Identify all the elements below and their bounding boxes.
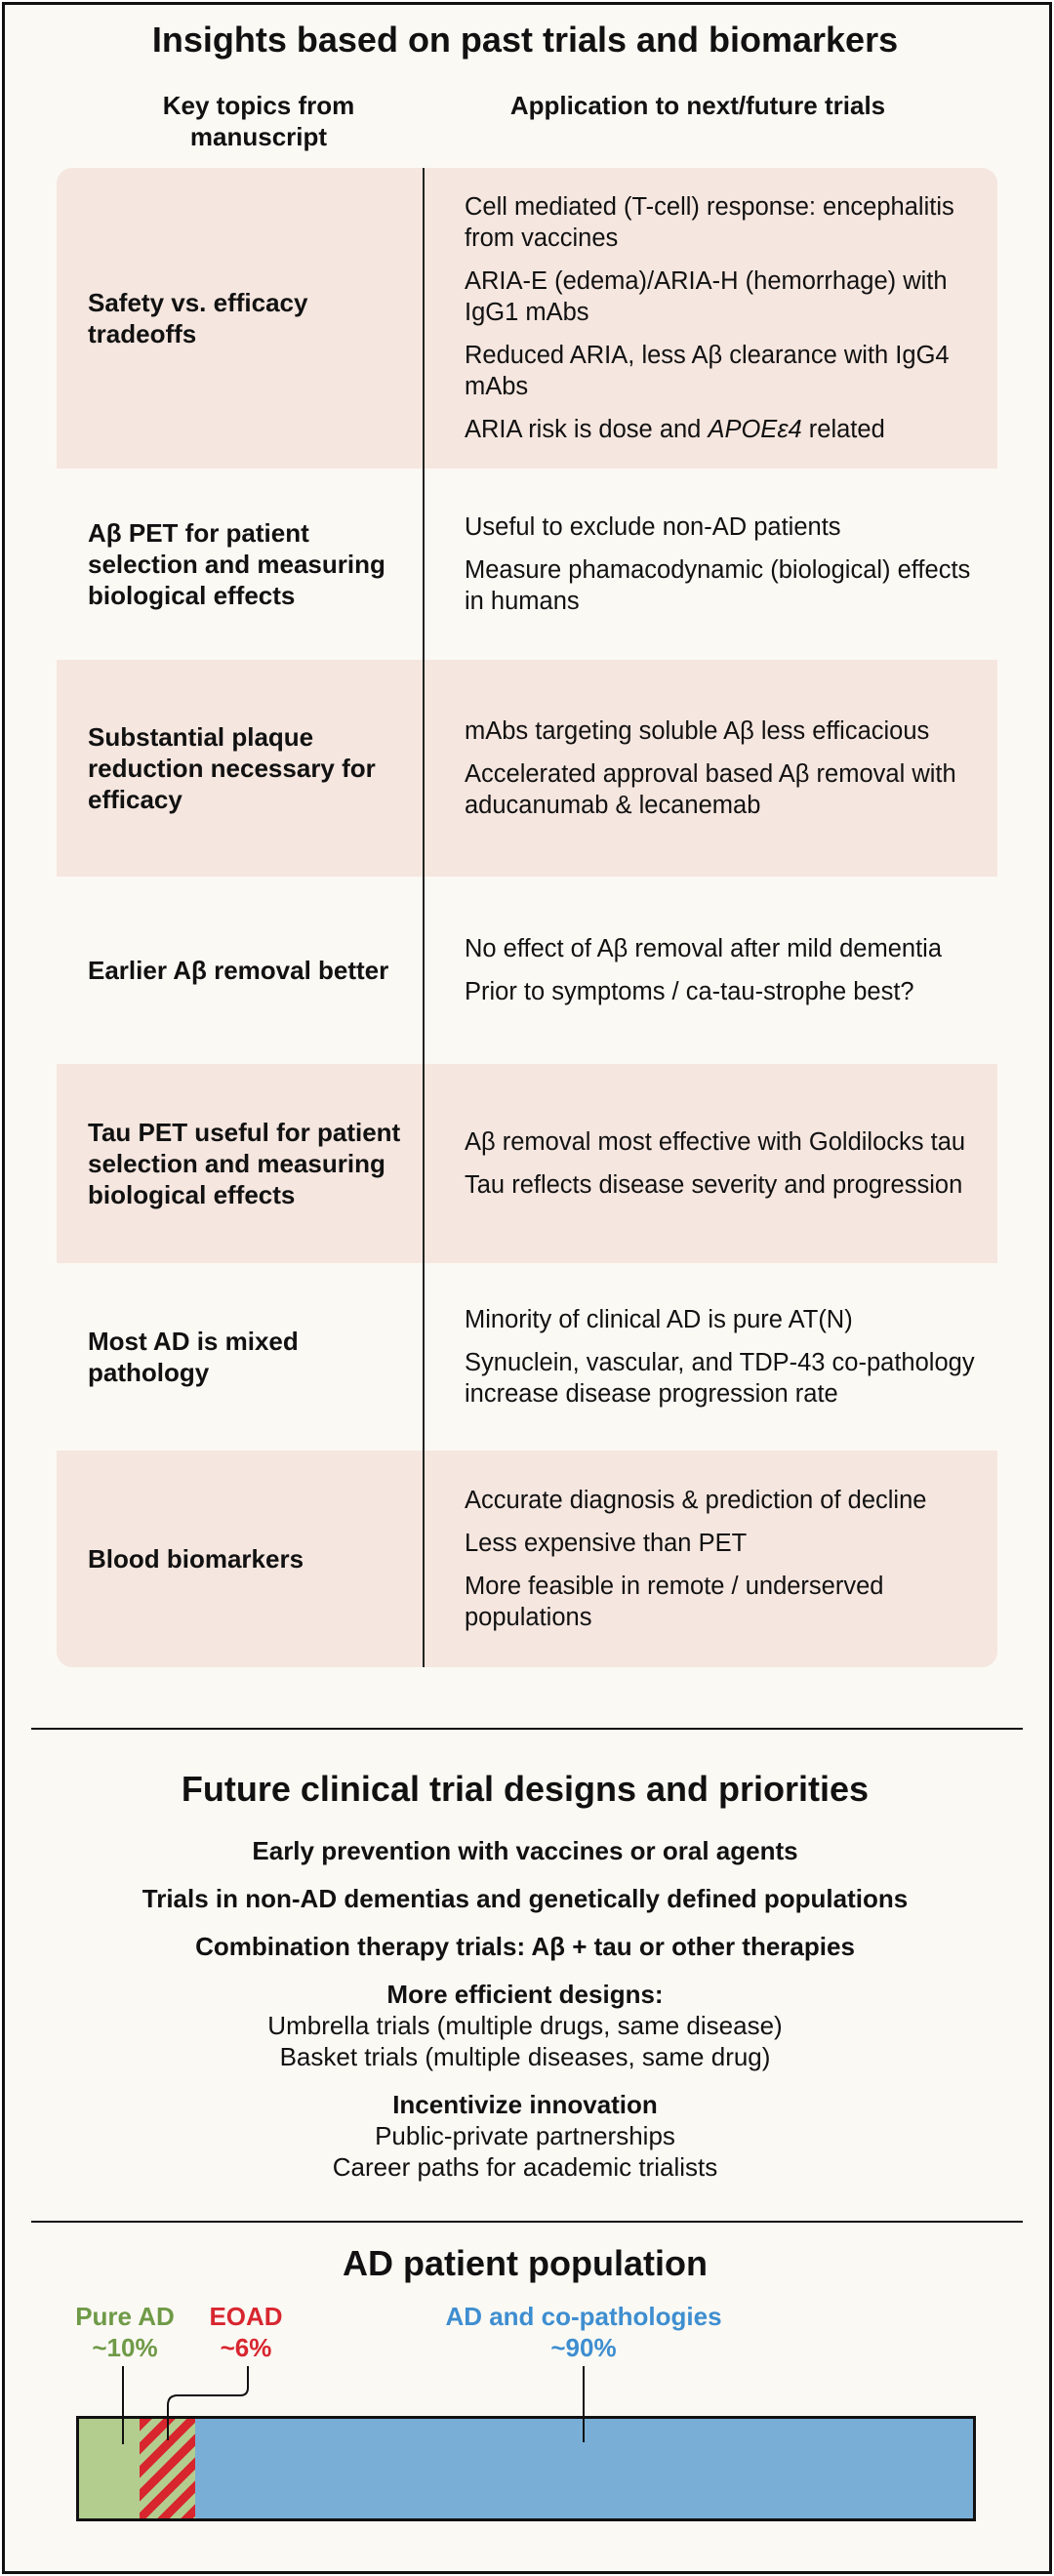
topic-mixed-pathology: Most AD is mixed pathology [88, 1327, 299, 1387]
section-divider [31, 2221, 1023, 2223]
application-item: Less expensive than PET [465, 1530, 748, 1557]
application-item: Accurate diagnosis & prediction of decli… [465, 1487, 927, 1514]
copathology-percent: ~90% [550, 2333, 617, 2362]
future-priority: More efficient designs: [386, 1980, 664, 2009]
apps-mixed-pathology: Minority of clinical AD is pure AT(N) Sy… [465, 1263, 992, 1451]
insights-title: Insights based on past trials and biomar… [151, 20, 899, 60]
application-item: Tau reflects disease severity and progre… [465, 1171, 963, 1199]
eoad-percent: ~6% [220, 2333, 272, 2362]
topic-earlier-removal: Earlier Aβ removal better [88, 956, 389, 985]
apps-abeta-pet: Useful to exclude non-AD patients Measur… [465, 469, 992, 660]
apps-tau-pet: Aβ removal most effective with Goldilock… [465, 1064, 992, 1263]
eoad-label: EOAD [209, 2302, 283, 2331]
pure-ad-label: Pure AD [75, 2302, 175, 2331]
population-bar [76, 2416, 976, 2521]
application-item: More feasible in remote / underserved po… [465, 1573, 884, 1631]
row-band-blood [57, 1451, 997, 1667]
column-header-applications: Application to next/future trials [509, 91, 886, 120]
pure-ad-segment [79, 2419, 141, 2518]
pure-ad-percent: ~10% [92, 2333, 158, 2362]
future-priority: Combination therapy trials: Aβ + tau or … [195, 1932, 855, 1961]
application-item: ARIA risk is dose and APOEε4 related [465, 416, 885, 443]
future-detail: Public-private partnerships [375, 2121, 675, 2150]
topic-abeta-pet: Aβ PET for patient selection and measuri… [88, 518, 385, 610]
apps-plaque-reduction: mAbs targeting soluble Aβ less efficacio… [465, 660, 992, 877]
column-divider [423, 168, 425, 1667]
application-item: No effect of Aβ removal after mild demen… [465, 935, 943, 962]
population-title: AD patient population [343, 2243, 708, 2283]
section-divider [31, 1728, 1023, 1730]
future-detail: Basket trials (multiple diseases, same d… [279, 2042, 771, 2071]
topic-plaque-reduction: Substantial plaque reduction necessary f… [88, 722, 376, 814]
topic-blood-biomarkers: Blood biomarkers [88, 1544, 304, 1574]
application-item: Cell mediated (T-cell) response: encepha… [465, 193, 954, 252]
application-item: Accelerated approval based Aβ removal wi… [465, 760, 956, 819]
topic-tau-pet: Tau PET useful for patient selection and… [88, 1118, 401, 1209]
apps-earlier-removal: No effect of Aβ removal after mild demen… [465, 877, 992, 1064]
application-item: Prior to symptoms / ca-tau-strophe best? [465, 978, 914, 1005]
application-item: Minority of clinical AD is pure AT(N) [465, 1306, 853, 1333]
application-item: Synuclein, vascular, and TDP-43 co-patho… [465, 1349, 975, 1408]
row-band-safety [57, 168, 997, 469]
eoad-leader [167, 2366, 249, 2440]
application-item: Reduced ARIA, less Aβ clearance with IgG… [465, 342, 950, 400]
apps-safety: Cell mediated (T-cell) response: encepha… [465, 168, 992, 469]
application-item: Measure phamacodynamic (biological) effe… [465, 556, 971, 615]
application-item: mAbs targeting soluble Aβ less efficacio… [465, 717, 930, 745]
copathology-label: AD and co-pathologies [445, 2302, 722, 2331]
topic-safety: Safety vs. efficacy tradeoffs [88, 288, 308, 348]
future-priority: Trials in non-AD dementias and genetical… [142, 1884, 909, 1913]
future-priority: Early prevention with vaccines or oral a… [252, 1836, 798, 1865]
future-detail: Career paths for academic trialists [332, 2152, 718, 2182]
future-detail: Umbrella trials (multiple drugs, same di… [267, 2011, 783, 2040]
application-item: Useful to exclude non-AD patients [465, 513, 841, 541]
future-priority: Incentivize innovation [392, 2090, 658, 2119]
apps-blood-biomarkers: Accurate diagnosis & prediction of decli… [465, 1451, 992, 1667]
application-item: Aβ removal most effective with Goldilock… [465, 1128, 966, 1156]
column-header-topics: Key topics from manuscript [162, 91, 355, 151]
future-title: Future clinical trial designs and priori… [181, 1769, 870, 1809]
row-band-plaque [57, 660, 997, 877]
application-item: ARIA-E (edema)/ARIA-H (hemorrhage) with … [465, 267, 948, 326]
row-band-tau-pet [57, 1064, 997, 1263]
